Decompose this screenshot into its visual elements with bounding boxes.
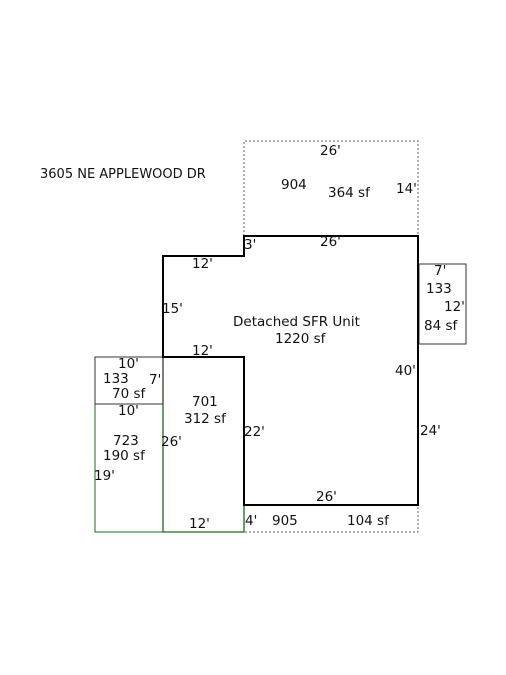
main-right-lower-dim: 24': [420, 423, 441, 439]
area-133-left-bottom-dim: 10': [118, 403, 139, 419]
area-133-left: 10' 133 7' 70 sf 10': [94, 356, 164, 419]
area-133-left-outline: [94, 356, 164, 405]
main-dwelling-outline: [162, 235, 419, 506]
area-133-left-top-dim: 10': [118, 356, 139, 372]
area-905-code: 905: [272, 513, 298, 529]
area-904-code: 904: [281, 177, 307, 193]
area-905-left-dim: 4': [245, 513, 257, 529]
area-723: 723 190 sf 19': [94, 404, 163, 533]
main-bottom-dim: 26': [316, 489, 337, 505]
main-top-left-dim: 12': [192, 256, 213, 272]
area-701-side-dim: 26': [161, 434, 182, 450]
area-904-area: 364 sf: [328, 185, 371, 201]
area-904-top-dim: 26': [320, 143, 341, 159]
main-top-right-dim: 26': [320, 234, 341, 250]
area-701-area: 312 sf: [184, 411, 227, 427]
area-133-right: 7' 133 12' 84 sf: [418, 263, 467, 345]
main-left-dim: 15': [162, 301, 183, 317]
area-904: 26' 904 364 sf 14': [243, 140, 419, 236]
area-133-right-top-dim: 7': [434, 263, 446, 279]
area-133-right-code: 133: [426, 281, 452, 297]
area-905-outline: [243, 505, 419, 533]
area-133-left-code: 133: [103, 371, 129, 387]
area-133-left-side-dim: 7': [149, 372, 161, 388]
area-701-code: 701: [192, 394, 218, 410]
main-dwelling: 12' 3' 26' 15' Detached SFR Unit 1220 sf…: [162, 234, 441, 506]
area-904-right-dim: 14': [396, 181, 417, 197]
main-inner-dim: 12': [192, 343, 213, 359]
property-address: 3605 NE APPLEWOOD DR: [40, 167, 206, 182]
area-723-outline: [94, 404, 163, 533]
area-904-outline: [243, 140, 419, 236]
area-701-bottom-dim: 12': [189, 516, 210, 532]
area-133-left-area: 70 sf: [112, 386, 147, 402]
area-905: 4' 905 104 sf: [243, 505, 419, 533]
area-701: 701 312 sf 26' 12': [161, 356, 245, 533]
main-area-name: Detached SFR Unit: [233, 314, 360, 330]
area-133-right-side-dim: 12': [444, 299, 465, 315]
main-right-upper-dim: 40': [395, 363, 416, 379]
area-723-area: 190 sf: [103, 448, 146, 464]
main-notch-dim: 3': [244, 237, 256, 253]
main-inner-left-dim: 22': [244, 424, 265, 440]
area-723-code: 723: [113, 433, 139, 449]
area-905-area: 104 sf: [347, 513, 390, 529]
area-133-right-area: 84 sf: [424, 318, 459, 334]
area-723-left-dim: 19': [94, 468, 115, 484]
main-area-size: 1220 sf: [275, 331, 327, 347]
